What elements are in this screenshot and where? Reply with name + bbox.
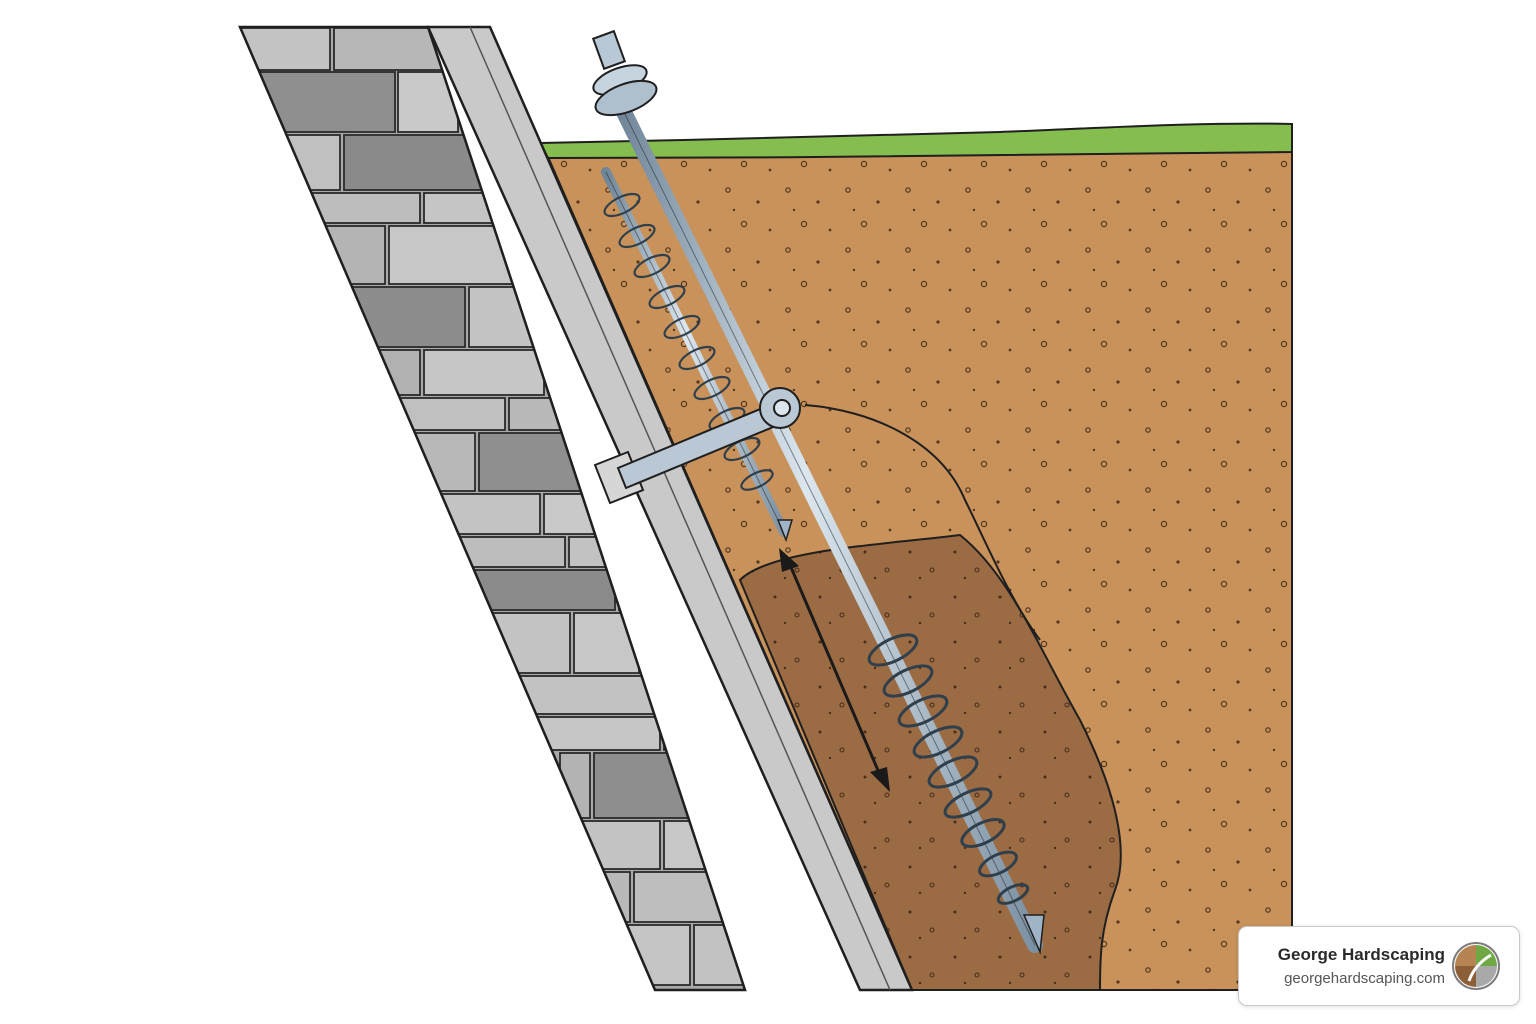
leaf-soil-circle-logo <box>1452 942 1500 990</box>
brand-url[interactable]: georgehardscaping.com <box>1284 970 1445 987</box>
brand-badge[interactable]: George Hardscaping georgehardscaping.com <box>1238 926 1520 1006</box>
brand-name: George Hardscaping <box>1277 945 1445 964</box>
double-arrow-icon <box>779 548 890 792</box>
grass-strip <box>538 122 1293 160</box>
failure-plane-line <box>804 404 1041 641</box>
helical-anchor-icon <box>591 29 1045 955</box>
wall-bracket-tieback <box>593 387 801 505</box>
wall-facing-panel <box>426 25 914 992</box>
